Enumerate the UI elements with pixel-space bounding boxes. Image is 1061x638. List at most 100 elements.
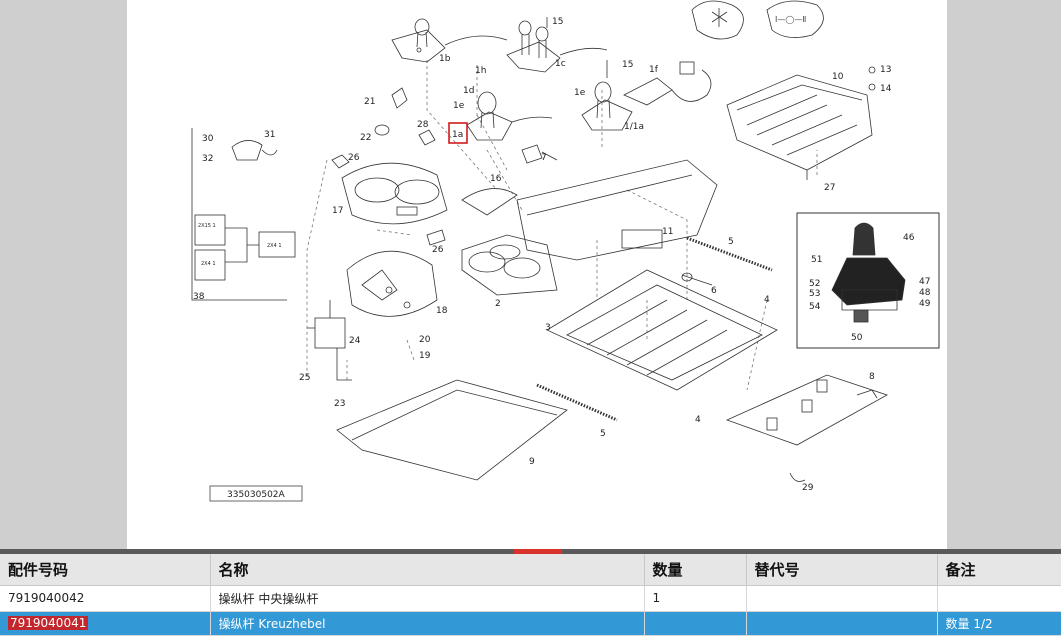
clip-26a-drawing bbox=[331, 154, 350, 169]
washer-13-drawing bbox=[868, 66, 876, 74]
header-replacement[interactable]: 替代号 bbox=[746, 554, 938, 586]
joystick-1a-drawing bbox=[466, 91, 553, 141]
joystick-1b-drawing bbox=[391, 18, 508, 63]
callout-20: 20 bbox=[419, 335, 431, 345]
header-remark[interactable]: 备注 bbox=[937, 554, 1061, 586]
callout-51: 51 bbox=[811, 255, 822, 265]
cell-replacement bbox=[746, 585, 938, 612]
cell-remark: 数量 1/2 bbox=[937, 611, 1061, 636]
callout-5b: 5 bbox=[600, 429, 606, 439]
knob-7-drawing bbox=[521, 144, 558, 164]
callout-7: 7 bbox=[541, 153, 547, 163]
callout-1e: 1e bbox=[453, 101, 465, 111]
callout-24: 24 bbox=[349, 336, 361, 346]
table-header-row: 配件号码 名称 数量 替代号 备注 bbox=[0, 554, 1061, 586]
plate-1f-drawing bbox=[623, 61, 712, 106]
callout-21: 21 bbox=[364, 97, 375, 107]
knob-21-drawing bbox=[391, 87, 408, 109]
callout-31: 31 bbox=[264, 130, 275, 140]
header-part-number[interactable]: 配件号码 bbox=[0, 554, 211, 586]
callout-1h: 1h bbox=[475, 66, 486, 76]
joystick-11a-drawing bbox=[581, 60, 633, 131]
box-label-2x4b: 2X4 1 bbox=[267, 243, 282, 249]
table-row[interactable]: 7919040042 操纵杆 中央操纵杆 1 bbox=[0, 585, 1061, 612]
cell-quantity bbox=[644, 611, 747, 636]
box-label-2x4a: 2X4 1 bbox=[201, 261, 216, 267]
callout-49: 49 bbox=[919, 299, 931, 309]
selected-part-highlight bbox=[448, 122, 468, 144]
callout-16: 16 bbox=[490, 174, 502, 184]
callout-26a: 26 bbox=[348, 153, 360, 163]
callout-22: 22 bbox=[360, 133, 371, 143]
callout-8: 8 bbox=[869, 372, 875, 382]
pin-6-drawing bbox=[681, 272, 713, 286]
callout-17: 17 bbox=[332, 206, 343, 216]
left-gray-margin bbox=[0, 0, 127, 550]
callout-28: 28 bbox=[417, 120, 429, 130]
highlighted-part-number: 7919040041 bbox=[8, 616, 89, 630]
joystick-1c-drawing bbox=[506, 17, 608, 73]
callout-26b: 26 bbox=[432, 245, 444, 255]
console-housing-2-drawing bbox=[461, 159, 718, 296]
drawing-number-box bbox=[209, 485, 303, 502]
header-quantity[interactable]: 数量 bbox=[644, 554, 747, 586]
tray-9-drawing bbox=[336, 379, 568, 481]
cell-name: 操纵杆 中央操纵杆 bbox=[210, 585, 645, 612]
callout-5a: 5 bbox=[728, 237, 734, 247]
callout-2: 2 bbox=[495, 299, 501, 309]
callout-14: 14 bbox=[880, 84, 892, 94]
cell-replacement bbox=[746, 611, 938, 636]
table-row-selected[interactable]: 7919040041 操纵杆 Kreuzhebel 数量 1/2 bbox=[0, 611, 1061, 636]
callout-1e-b: 1e bbox=[574, 88, 586, 98]
callout-23: 23 bbox=[334, 399, 345, 409]
callout-53: 53 bbox=[809, 289, 820, 299]
callout-48: 48 bbox=[919, 288, 931, 298]
callout-32: 32 bbox=[202, 154, 213, 164]
callout-18: 18 bbox=[436, 306, 448, 316]
callout-52: 52 bbox=[809, 279, 820, 289]
callout-1d: 1d bbox=[463, 86, 474, 96]
callout-54: 54 bbox=[809, 302, 821, 312]
parts-table: 配件号码 名称 数量 替代号 备注 7919040042 操纵杆 中央操纵杆 1… bbox=[0, 554, 1061, 638]
callout-25: 25 bbox=[299, 373, 310, 383]
right-gray-margin bbox=[947, 0, 1061, 550]
springs-5-drawing bbox=[536, 236, 773, 422]
callout-13: 13 bbox=[880, 65, 891, 75]
callout-47: 47 bbox=[919, 277, 930, 287]
callout-1-1a: 1/1a bbox=[624, 122, 644, 132]
callout-6: 6 bbox=[711, 286, 717, 296]
callout-38: 38 bbox=[193, 292, 205, 302]
panel-10-drawing bbox=[726, 74, 873, 180]
dashed-leader-lines bbox=[306, 60, 818, 391]
decal-symbol-text: Ⅰ—◯—Ⅱ bbox=[775, 15, 806, 24]
callout-1a: 1a bbox=[452, 130, 463, 140]
cell-part-number: 7919040041 bbox=[0, 611, 211, 636]
callout-29: 29 bbox=[802, 483, 814, 493]
cell-part-number: 7919040042 bbox=[0, 585, 211, 612]
drawing-number: 335030502A bbox=[227, 490, 286, 500]
callout-1c: 1c bbox=[555, 59, 566, 69]
clips-8-drawing bbox=[725, 374, 888, 446]
exploded-parts-diagram[interactable]: 1a 1b 1c 1d 1e 1f 1h 1e 1/1a 2 3 4 4 5 5… bbox=[127, 0, 947, 550]
box-11-drawing bbox=[621, 229, 663, 249]
cell-name: 操纵杆 Kreuzhebel bbox=[210, 611, 645, 636]
box-label-2x15: 2X15 1 bbox=[198, 223, 216, 229]
callout-1b: 1b bbox=[439, 54, 451, 64]
callout-15a: 15 bbox=[552, 17, 563, 27]
callout-4a: 4 bbox=[764, 295, 770, 305]
washer-14-drawing bbox=[868, 83, 876, 91]
callout-50: 50 bbox=[851, 333, 863, 343]
cover-16-drawing bbox=[461, 188, 518, 216]
callout-30: 30 bbox=[202, 134, 214, 144]
frame-3-drawing bbox=[546, 269, 778, 391]
callout-46: 46 bbox=[903, 233, 915, 243]
callout-11: 11 bbox=[662, 227, 673, 237]
header-name[interactable]: 名称 bbox=[210, 554, 645, 586]
wiring-box-group bbox=[191, 128, 296, 301]
callout-19: 19 bbox=[419, 351, 431, 361]
clip-26b-drawing bbox=[426, 229, 446, 246]
callout-15b: 15 bbox=[622, 60, 633, 70]
splitter-handle[interactable] bbox=[514, 549, 562, 554]
clip-29-drawing bbox=[789, 472, 806, 482]
